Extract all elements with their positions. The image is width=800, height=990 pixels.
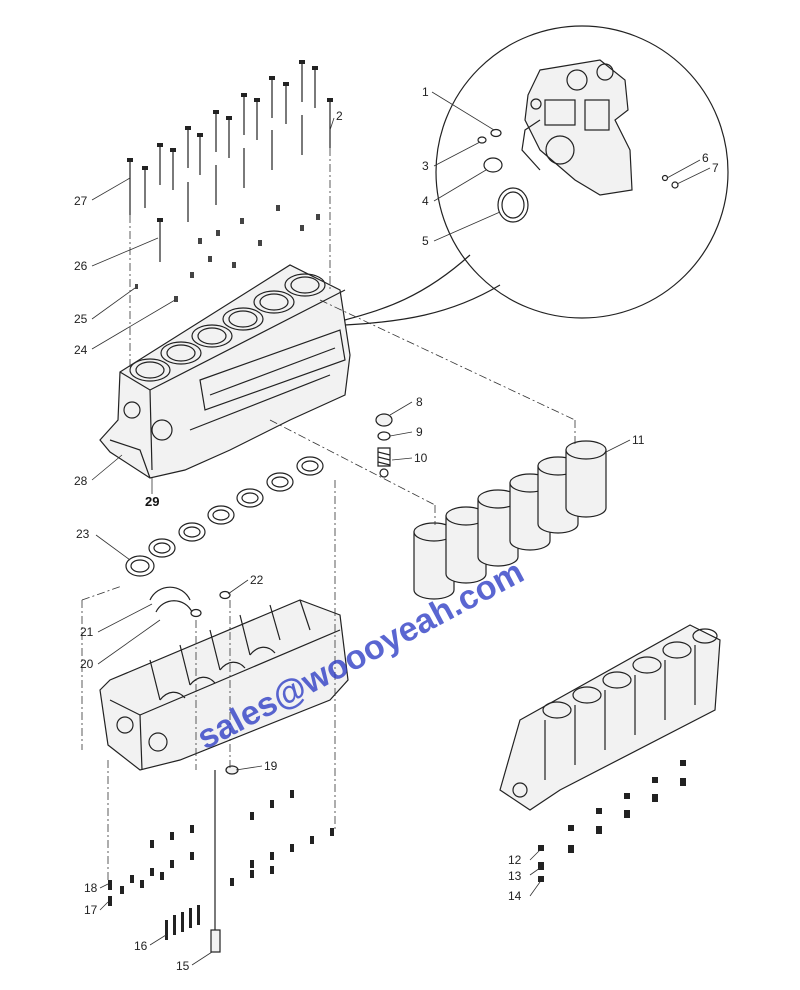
callout-labels: 1 2 3 4 5 6 7 8 9 10 11 12 13 14 15 16 1…: [74, 85, 719, 973]
callout-18: 18: [84, 881, 98, 895]
part-8-plug: [375, 413, 393, 427]
detail-circle: [435, 25, 729, 319]
callout-26: 26: [74, 259, 88, 273]
cylinder-block: [99, 264, 351, 479]
part-3-plug: [477, 136, 487, 144]
callout-16: 16: [134, 939, 148, 953]
callout-22: 22: [250, 573, 264, 587]
callout-3: 3: [422, 159, 429, 173]
lower-crankcase: [99, 599, 349, 771]
part-9-washer: [377, 431, 391, 441]
callout-15: 15: [176, 959, 190, 973]
callout-17: 17: [84, 903, 98, 917]
relief-valve-set: [375, 413, 393, 478]
lower-bolt-set: [108, 765, 334, 953]
callout-1: 1: [422, 85, 429, 99]
detail-view: [344, 25, 729, 326]
callout-4: 4: [422, 194, 429, 208]
callout-12: 12: [508, 853, 522, 867]
callout-20: 20: [80, 657, 94, 671]
cylinder-liners: [413, 440, 607, 600]
callout-14: 14: [508, 889, 522, 903]
cylinder-bores: [129, 273, 326, 382]
callout-9: 9: [416, 425, 423, 439]
callout-2: 2: [336, 109, 343, 123]
assembly-centerlines: [81, 148, 576, 880]
callout-28: 28: [74, 474, 88, 488]
detail-leader-upper: [344, 254, 471, 321]
callout-29: 29: [145, 494, 159, 509]
thrust-washers: [149, 586, 231, 618]
detail-block-housing: [521, 59, 633, 196]
part-7-plug: [671, 181, 679, 189]
callout-11: 11: [632, 433, 645, 447]
main-bearing-shells: [125, 456, 324, 577]
callout-21: 21: [80, 625, 94, 639]
part-5-oring: [497, 187, 529, 223]
head-bolt-set: [127, 60, 333, 302]
part-6-pin: [661, 174, 669, 182]
callout-5: 5: [422, 234, 429, 248]
callout-8: 8: [416, 395, 423, 409]
callout-27: 27: [74, 194, 88, 208]
dowel-pins: [135, 205, 320, 302]
detail-leader-lower: [344, 284, 501, 326]
callout-23: 23: [76, 527, 90, 541]
callout-7: 7: [712, 161, 719, 175]
alternate-block: [499, 624, 721, 882]
part-4-seal: [483, 157, 503, 173]
part-10-spring: [377, 447, 391, 467]
callout-24: 24: [74, 343, 88, 357]
callout-25: 25: [74, 312, 88, 326]
callout-10: 10: [414, 451, 428, 465]
callout-13: 13: [508, 869, 522, 883]
callout-19: 19: [264, 759, 278, 773]
leader-lines: [91, 91, 711, 966]
callout-6: 6: [702, 151, 709, 165]
part-1-ring: [490, 128, 502, 138]
